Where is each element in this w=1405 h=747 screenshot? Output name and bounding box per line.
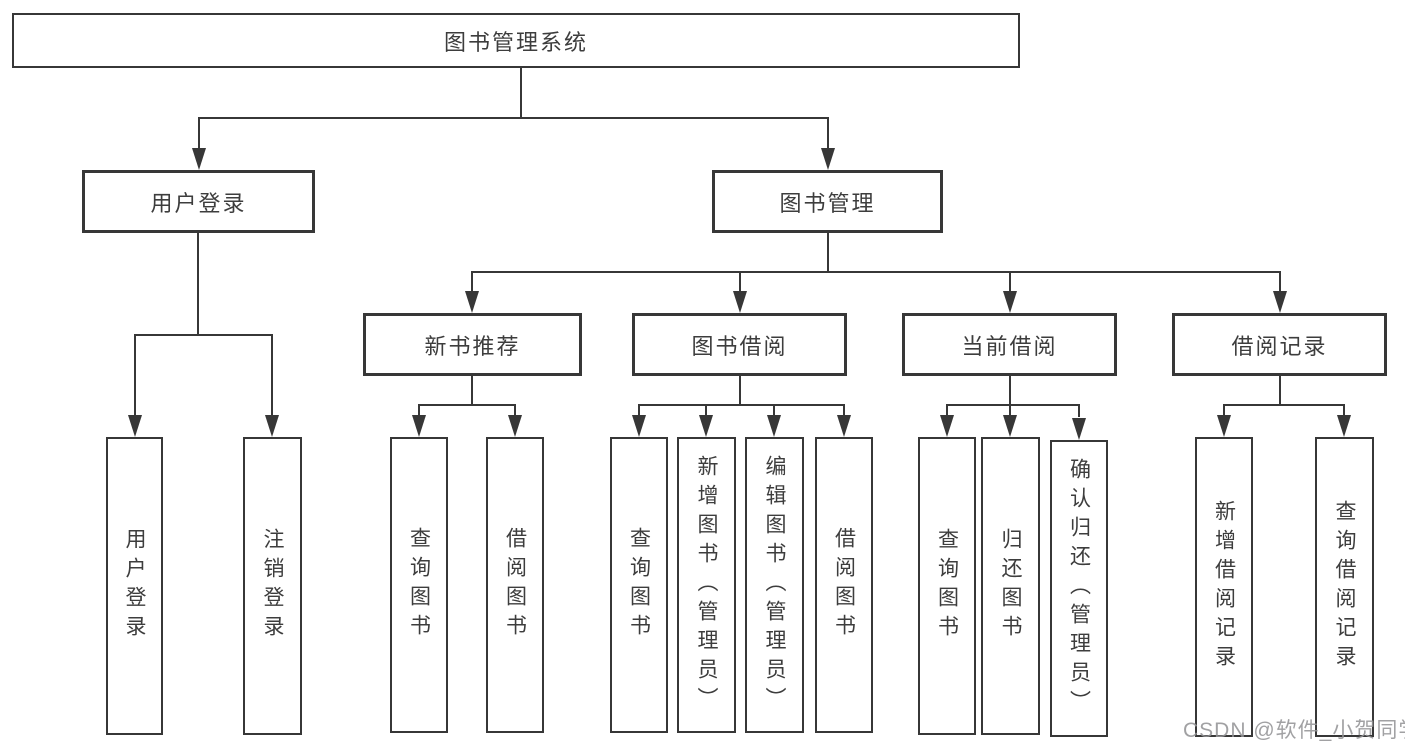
arrowhead-br-leaf2	[1337, 415, 1351, 437]
csdn-watermark: CSDN @软件_小贺同学	[1183, 719, 1405, 742]
connector-newbook-stub	[471, 376, 473, 406]
arrowhead-currentborrow	[1003, 291, 1017, 313]
arrowhead-cb-leaf3	[1072, 418, 1086, 440]
connector-bb-leaf4-drop	[843, 404, 845, 417]
connector-book-mgmt-drop	[827, 117, 829, 150]
connector-nb-leaf2-drop	[514, 404, 516, 417]
arrowhead-borrowrecord	[1273, 291, 1287, 313]
connector-bookmgmt-stub	[827, 233, 829, 273]
node-book-borrowing: 图书借阅	[632, 313, 847, 376]
arrowhead-br-leaf1	[1217, 415, 1231, 437]
connector-newbook-rail	[418, 404, 516, 406]
node-add-borrow-record: 新增借阅记录	[1195, 437, 1253, 737]
connector-userlogin-rail	[134, 334, 273, 336]
connector-root-stub	[520, 68, 522, 118]
node-query-books-borrowing: 查询图书	[610, 437, 668, 733]
node-user-login-group: 用户登录	[82, 170, 315, 233]
arrowhead-cb-leaf1	[940, 415, 954, 437]
connector-borrowrecord-drop	[1279, 271, 1281, 293]
node-return-book: 归还图书	[981, 437, 1040, 735]
arrowhead-bookborrow	[733, 291, 747, 313]
node-edit-book-admin: 编辑图书（管理员）	[745, 437, 804, 733]
arrowhead-bb-leaf2	[699, 415, 713, 437]
node-query-borrow-record: 查询借阅记录	[1315, 437, 1374, 737]
node-logout: 注销登录	[243, 437, 302, 735]
arrowhead-user-login	[192, 148, 206, 170]
connector-logout-drop	[271, 334, 273, 417]
arrowhead-book-mgmt	[821, 148, 835, 170]
connector-newbook-drop	[471, 271, 473, 293]
arrowhead-nb-leaf1	[412, 415, 426, 437]
node-library-management-system: 图书管理系统	[12, 13, 1020, 68]
arrowhead-logout	[265, 415, 279, 437]
node-borrowing-records: 借阅记录	[1172, 313, 1387, 376]
arrowhead-bb-leaf1	[632, 415, 646, 437]
arrowhead-bb-leaf3	[767, 415, 781, 437]
connector-bb-leaf2-drop	[705, 404, 707, 417]
connector-br-stub	[1279, 376, 1281, 406]
node-borrow-book: 借阅图书	[815, 437, 873, 733]
connector-cb-leaf2-drop	[1009, 404, 1011, 417]
arrowhead-newbook	[465, 291, 479, 313]
connector-bookborrow-drop	[739, 271, 741, 293]
connector-user-login-drop	[198, 117, 200, 150]
node-confirm-return-admin: 确认归还（管理员）	[1050, 440, 1108, 737]
connector-currentborrow-drop	[1009, 271, 1011, 293]
arrowhead-nb-leaf2	[508, 415, 522, 437]
connector-nb-leaf1-drop	[418, 404, 420, 417]
connector-cb-rail	[946, 404, 1080, 406]
connector-login-drop	[134, 334, 136, 417]
connector-br-leaf2-drop	[1343, 404, 1345, 417]
connector-level2-rail	[198, 117, 829, 119]
node-new-book-recommend: 新书推荐	[363, 313, 582, 376]
connector-cb-leaf3-drop	[1078, 404, 1080, 417]
connector-bb-rail	[638, 404, 845, 406]
node-add-book-admin: 新增图书（管理员）	[677, 437, 736, 733]
node-query-books-recommend: 查询图书	[390, 437, 448, 733]
connector-bb-leaf1-drop	[638, 404, 640, 417]
node-borrow-book-recommend: 借阅图书	[486, 437, 544, 733]
arrowhead-bb-leaf4	[837, 415, 851, 437]
arrowhead-login	[128, 415, 142, 437]
connector-level3-rail	[471, 271, 1281, 273]
connector-cb-stub	[1009, 376, 1011, 406]
node-current-borrowing: 当前借阅	[902, 313, 1117, 376]
connector-bb-stub	[739, 376, 741, 406]
node-user-login: 用户登录	[106, 437, 163, 735]
connector-userlogin-stub	[197, 233, 199, 336]
connector-cb-leaf1-drop	[946, 404, 948, 417]
arrowhead-cb-leaf2	[1003, 415, 1017, 437]
node-query-books-current: 查询图书	[918, 437, 976, 735]
connector-br-leaf1-drop	[1223, 404, 1225, 417]
node-book-management: 图书管理	[712, 170, 943, 233]
connector-br-rail	[1223, 404, 1345, 406]
connector-bb-leaf3-drop	[773, 404, 775, 417]
